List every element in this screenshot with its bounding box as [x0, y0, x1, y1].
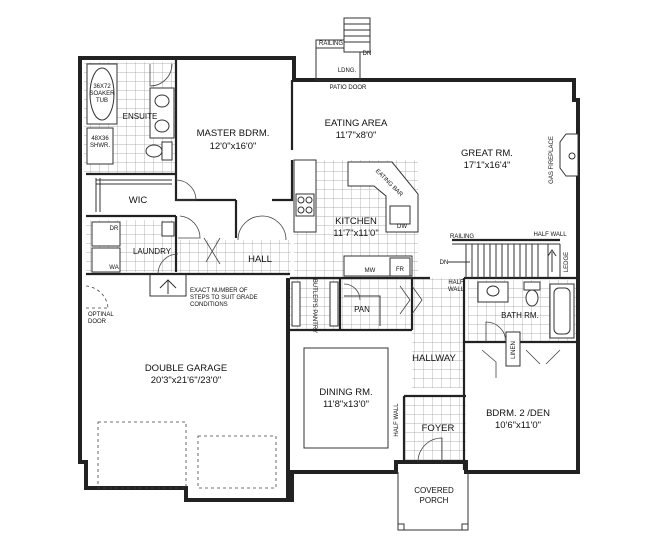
- garage-entry: EXACT NUMBER OF STEPS TO SUIT GRADE COND…: [149, 253, 258, 308]
- railing-stair-label: RAILING: [450, 234, 474, 240]
- sink-2: [154, 119, 170, 133]
- bdrm2-dims: 10'6"x11'0": [495, 420, 541, 431]
- kitchen-sink: [389, 205, 411, 225]
- garage-door-left: [97, 421, 187, 489]
- hall-tile: [176, 240, 291, 274]
- linen: LINEN: [481, 331, 561, 378]
- linen-label: LINEN: [511, 341, 517, 359]
- kitchen-cabinets: EATING BAR DW MW FR: [293, 159, 419, 277]
- pantry-shelf: [329, 281, 339, 327]
- bath-rm-label: BATH RM.: [501, 311, 539, 320]
- dining-area-outline: [303, 347, 389, 449]
- toilet-bowl: [145, 144, 163, 158]
- half-wall-left-2: WALL: [448, 287, 465, 293]
- bath-fixtures: BATH RM.: [477, 281, 575, 343]
- exterior-wall-outline: [78, 56, 580, 502]
- laundry: DR WA LAUNDRY: [91, 215, 221, 273]
- ensuite-label: ENSUITE: [123, 112, 158, 121]
- washer: [91, 247, 121, 273]
- dn-stair-label: DN: [440, 260, 449, 266]
- wic: WIC: [95, 178, 197, 212]
- bath-sink: [486, 285, 500, 297]
- rear-landing: RAILING DN LDNG. PATIO DOOR: [315, 17, 372, 91]
- patio-door-label: PATIO DOOR: [330, 85, 367, 91]
- fr-label: FR: [396, 267, 405, 273]
- optional-door-1: OPTINAL: [88, 312, 114, 318]
- optional-door-2: DOOR: [88, 319, 107, 325]
- half-wall-left-1: HALF: [448, 280, 464, 286]
- ensuite-fixtures: 36X72 SOAKER TUB 48X36 SHWR. ENSUITE: [86, 63, 175, 165]
- railing-top-label: RAILING: [319, 41, 343, 47]
- garage-label: DOUBLE GARAGE: [145, 363, 227, 374]
- dryer-label: DR: [110, 226, 119, 232]
- steps-note-3: CONDITIONS: [190, 302, 228, 308]
- master-bdrm-dims: 12'0"x16'0": [210, 141, 257, 152]
- butlers-pantry-shelf: [291, 281, 301, 327]
- great-rm-label: GREAT RM.: [461, 148, 513, 159]
- kitchen-label: KITCHEN: [335, 216, 377, 227]
- sink-1: [154, 94, 170, 108]
- steps-note-2: STEPS TO SUIT GRADE: [190, 295, 258, 301]
- kitchen-dims: 11'7"x11'0": [333, 228, 378, 239]
- eating-area-dims: 11'7"x8'0": [336, 130, 377, 141]
- exterior-walls: [78, 56, 580, 502]
- mw-label: MW: [365, 268, 376, 274]
- vanity: [149, 87, 175, 139]
- garage-dims: 20'3"x21'6"/23'0": [151, 375, 222, 386]
- dryer: [91, 221, 121, 247]
- dw-label: DW: [397, 224, 407, 230]
- porch-label-1: COVERED: [414, 486, 454, 495]
- soaker-tub: [86, 63, 118, 125]
- gas-fireplace-label: GAS FIREPLACE: [549, 136, 555, 184]
- landing-label: LDNG.: [338, 68, 357, 74]
- bath-toilet-tank: [523, 281, 541, 291]
- cooktop: [295, 193, 315, 217]
- linen-closet: [505, 331, 521, 367]
- landing-deck: [315, 47, 361, 81]
- rear-stair: [343, 17, 371, 53]
- fridge: [389, 257, 411, 277]
- dn-top-label: DN: [363, 51, 372, 57]
- gas-fireplace: GAS FIREPLACE: [549, 133, 579, 184]
- ledge-label: LEDGE: [564, 252, 570, 272]
- shower-label-1: 48X36: [91, 136, 109, 142]
- tub-label-2: SOAKER: [89, 91, 115, 97]
- bdrm2-label: BDRM. 2 /DEN: [486, 408, 550, 419]
- porch-label-2: PORCH: [420, 496, 449, 505]
- great-rm-dims: 17'1"x16'4": [464, 160, 511, 171]
- stairwell: RAILING HALF WALL DN HALF WALL LEDGE: [440, 232, 570, 293]
- laundry-label: LAUNDRY: [133, 247, 172, 256]
- hallway-tile: [412, 278, 464, 388]
- bath-toilet-bowl: [525, 289, 539, 307]
- dining-rm-dims: 11'8"x13'0": [323, 399, 369, 410]
- tub-label-3: TUB: [96, 98, 108, 104]
- shower: [86, 127, 114, 165]
- hall-label: HALL: [248, 254, 272, 265]
- pantry-label: PAN: [354, 305, 370, 314]
- pantry: BUTLER'S PANTRY PAN: [291, 279, 423, 333]
- eating-area-label: EATING AREA: [325, 118, 388, 129]
- hallway-label: HALLWAY: [412, 353, 456, 364]
- bath-vanity: [477, 281, 509, 303]
- foyer-label: FOYER: [422, 423, 455, 434]
- pantry-tile: [290, 278, 412, 330]
- garage-door-right: [197, 435, 277, 489]
- tub-label-1: 36X72: [93, 84, 111, 90]
- half-wall-top-label: HALF WALL: [533, 232, 567, 238]
- toilet-tank: [161, 141, 173, 161]
- covered-porch: COVERED PORCH: [397, 472, 469, 531]
- laundry-sink: [161, 221, 175, 237]
- shower-label-2: SHWR.: [90, 143, 110, 149]
- half-wall-foyer-label: HALF WALL: [394, 403, 400, 437]
- master-bdrm-label: MASTER BDRM.: [197, 128, 270, 139]
- tub-basin: [89, 67, 115, 121]
- dining-rm-label: DINING RM.: [319, 387, 372, 398]
- washer-label: WA: [109, 265, 118, 271]
- steps-note-1: EXACT NUMBER OF: [190, 288, 248, 294]
- wic-label: WIC: [129, 195, 148, 206]
- foyer-tile: [404, 396, 466, 460]
- butlers-pantry-label: BUTLER'S PANTRY: [311, 279, 317, 333]
